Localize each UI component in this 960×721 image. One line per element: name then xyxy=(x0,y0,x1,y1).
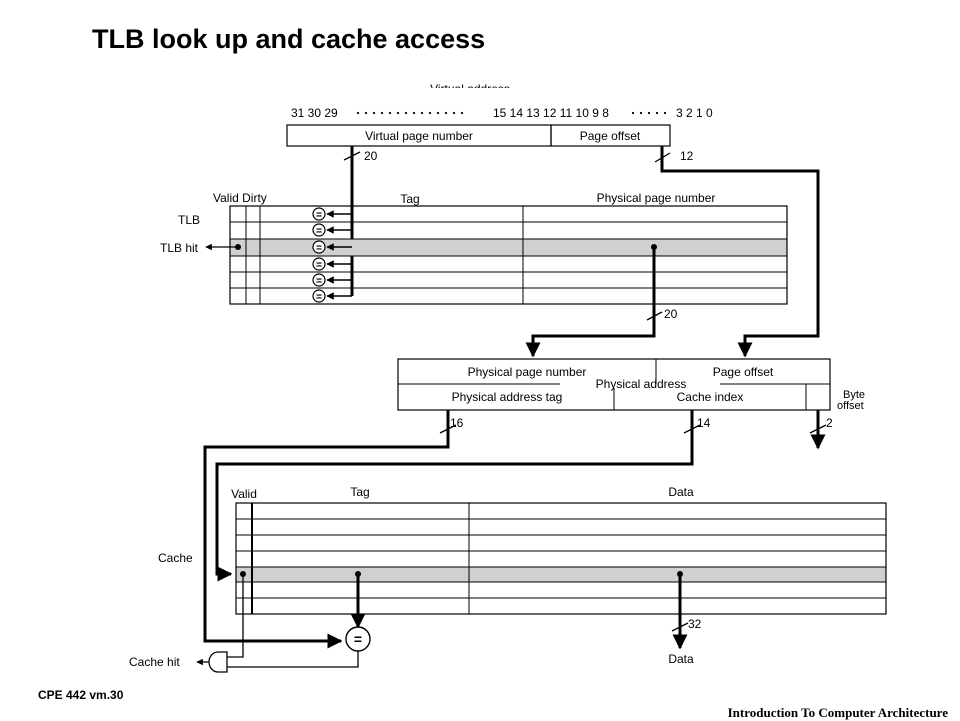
vpn-label: Virtual page number xyxy=(365,129,473,143)
cache-data-header: Data xyxy=(668,485,694,499)
cache-valid-header: Valid xyxy=(231,487,257,501)
va-bit-labels-left: 31 30 29 xyxy=(291,106,338,120)
tlb-valid-dirty-header: Valid Dirty xyxy=(213,191,267,205)
pa-tag-bus xyxy=(203,410,450,649)
svg-text:=: = xyxy=(354,631,362,647)
va-bit-labels-right: 3 2 1 0 xyxy=(676,106,713,120)
tlb-comparator: = xyxy=(312,289,352,303)
page-offset-bit-width: 12 xyxy=(680,149,694,163)
svg-text:=: = xyxy=(316,276,322,287)
byte-offset-bit-width: 2 xyxy=(826,416,833,430)
tlb-comparator: = xyxy=(312,273,352,287)
tlb-ppn-header: Physical page number xyxy=(597,191,716,205)
tlb-comparators: = = = = = = xyxy=(312,207,352,303)
slide-footer-course: CPE 442 vm.30 xyxy=(38,688,124,702)
data-out-bit-width: 32 xyxy=(688,617,702,631)
va-bit-ellipsis-right xyxy=(631,111,667,115)
pa-ppn-label: Physical page number xyxy=(468,365,587,379)
tlb-label: TLB xyxy=(178,213,200,227)
tlb-comparator: = xyxy=(312,240,352,254)
svg-text:=: = xyxy=(316,243,322,254)
svg-text:=: = xyxy=(316,260,322,271)
va-page-offset-field xyxy=(550,124,671,147)
tlb-comparator: = xyxy=(312,223,352,237)
cache-index-bit-width: 14 xyxy=(697,416,711,430)
data-out-label: Data xyxy=(668,652,694,666)
comparator-out-line xyxy=(227,651,359,668)
vpn-bit-width: 20 xyxy=(364,149,378,163)
page-offset-bus xyxy=(660,146,820,358)
tlb-tag-header: Tag xyxy=(400,192,419,206)
tlb-hit-label: TLB hit xyxy=(160,241,199,255)
cache-valid-line xyxy=(227,574,244,658)
cache-index-bus xyxy=(215,410,694,582)
tlb-table xyxy=(229,205,788,305)
pa-cache-index-label: Cache index xyxy=(677,390,744,404)
va-page-offset-label: Page offset xyxy=(580,129,641,143)
pa-page-offset-label: Page offset xyxy=(713,365,774,379)
cache-hit-row-shade xyxy=(236,567,886,582)
pa-tag-label: Physical address tag xyxy=(452,390,563,404)
tlb-hit-row-shade xyxy=(230,239,787,256)
va-bit-labels-mid: 15 14 13 12 11 10 9 8 xyxy=(493,106,609,120)
byte-offset-label-line1: Byte xyxy=(843,389,865,401)
tlb-comparator: = xyxy=(312,257,352,271)
cache-comparator: = xyxy=(345,626,371,652)
cache-tag-header: Tag xyxy=(350,485,369,499)
cache-hit-label: Cache hit xyxy=(129,655,180,669)
svg-text:=: = xyxy=(316,292,322,303)
va-bit-ellipsis-left xyxy=(356,111,464,115)
byte-offset-label-line2: offset xyxy=(837,400,864,412)
svg-text:=: = xyxy=(316,226,322,237)
slide-footer-title: Introduction To Computer Architecture xyxy=(727,705,948,720)
tlb-comparator: = xyxy=(312,207,352,221)
cache-label: Cache xyxy=(158,551,193,565)
cache-table xyxy=(235,502,887,615)
ppn-bus xyxy=(525,247,656,358)
svg-text:=: = xyxy=(316,210,322,221)
slide-title: TLB look up and cache access xyxy=(92,24,486,54)
and-gate xyxy=(208,651,228,673)
physical-address-caption: Physical address xyxy=(596,377,687,391)
ppn-bit-width: 20 xyxy=(664,307,678,321)
pa-tag-bit-width: 16 xyxy=(450,416,464,430)
